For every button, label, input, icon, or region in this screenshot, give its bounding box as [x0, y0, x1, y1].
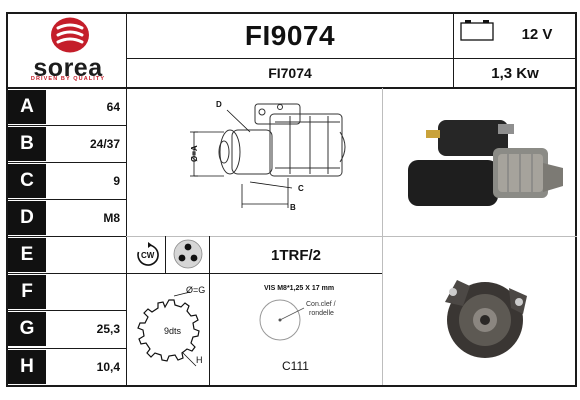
header-mid-line — [126, 58, 577, 59]
frame-bottom — [6, 385, 577, 387]
mount-code: 1TRF/2 — [270, 246, 321, 264]
header-divider — [6, 87, 577, 89]
power: 1,3 Kw — [491, 64, 539, 82]
row-value-f — [50, 274, 124, 310]
row-value-g: 25,3 — [96, 322, 120, 336]
row-line — [6, 310, 126, 311]
pinion-teeth-label: 9dts — [164, 326, 182, 336]
terminal-code: C111 — [282, 359, 309, 373]
rotation-direction: CW — [141, 251, 155, 260]
pinion-gear-drawing — [137, 291, 200, 367]
e-row-bottom — [126, 273, 382, 274]
row-letter-d: D — [8, 201, 46, 235]
row-letter-a: A — [8, 90, 46, 124]
alt-part-number: FI7074 — [268, 65, 312, 81]
row-line — [6, 348, 126, 349]
drawing-label-c: C — [298, 184, 304, 193]
starter-photo-front — [445, 280, 527, 358]
voltage: 12 V — [521, 25, 553, 43]
pinion-dia-label: Ø=G — [186, 285, 206, 295]
row-line — [6, 199, 126, 200]
col-divider-2 — [453, 12, 454, 88]
brand-tagline: DRIVEN BY QUALITY — [30, 76, 106, 82]
frame-top — [6, 12, 577, 14]
starter-drawing — [190, 103, 346, 208]
battery-icon — [460, 20, 494, 41]
mount-holes-icon — [173, 239, 203, 269]
row-line — [6, 236, 126, 237]
row-letter-c: C — [8, 164, 46, 198]
terminal-title: VIS M8*1,25 X 17 mm — [264, 285, 335, 292]
row-line — [6, 273, 126, 274]
row-value-d: M8 — [103, 211, 120, 225]
row-value-c: 9 — [113, 174, 120, 188]
row-value-h: 10,4 — [96, 360, 120, 374]
starter-photo-side — [408, 120, 563, 206]
row-line — [6, 162, 126, 163]
row-value-b: 24/37 — [89, 137, 120, 151]
brand-name: sorea — [33, 54, 103, 82]
row-value-a: 64 — [106, 100, 120, 114]
drawing-label-dia-a: Ø=A — [190, 145, 199, 162]
pinion-divider — [209, 274, 210, 385]
row-letter-b: B — [8, 127, 46, 161]
e-box-divider-2 — [209, 236, 210, 274]
row-value-e — [50, 237, 124, 273]
row-letter-g: G — [8, 312, 46, 346]
cw-rotation-icon — [137, 242, 159, 266]
drawing-label-d: D — [216, 100, 222, 109]
e-box-divider-1 — [165, 236, 166, 274]
terminal-nut-icon — [259, 299, 305, 341]
row-letter-f: F — [8, 275, 46, 309]
terminal-note-1: Con.clef / — [306, 301, 336, 308]
image-row-line — [126, 236, 577, 237]
row-letter-e: E — [8, 238, 46, 272]
terminal-note-2: rondelle — [309, 310, 334, 317]
col-divider-1 — [126, 12, 127, 387]
drawing-label-b: B — [290, 203, 296, 212]
sorea-logo-icon — [51, 17, 89, 53]
frame-right — [575, 12, 577, 387]
row-line — [6, 125, 126, 126]
pinion-h-label: H — [196, 355, 203, 365]
row-letter-h: H — [8, 350, 46, 384]
part-number: FI9074 — [244, 20, 336, 51]
